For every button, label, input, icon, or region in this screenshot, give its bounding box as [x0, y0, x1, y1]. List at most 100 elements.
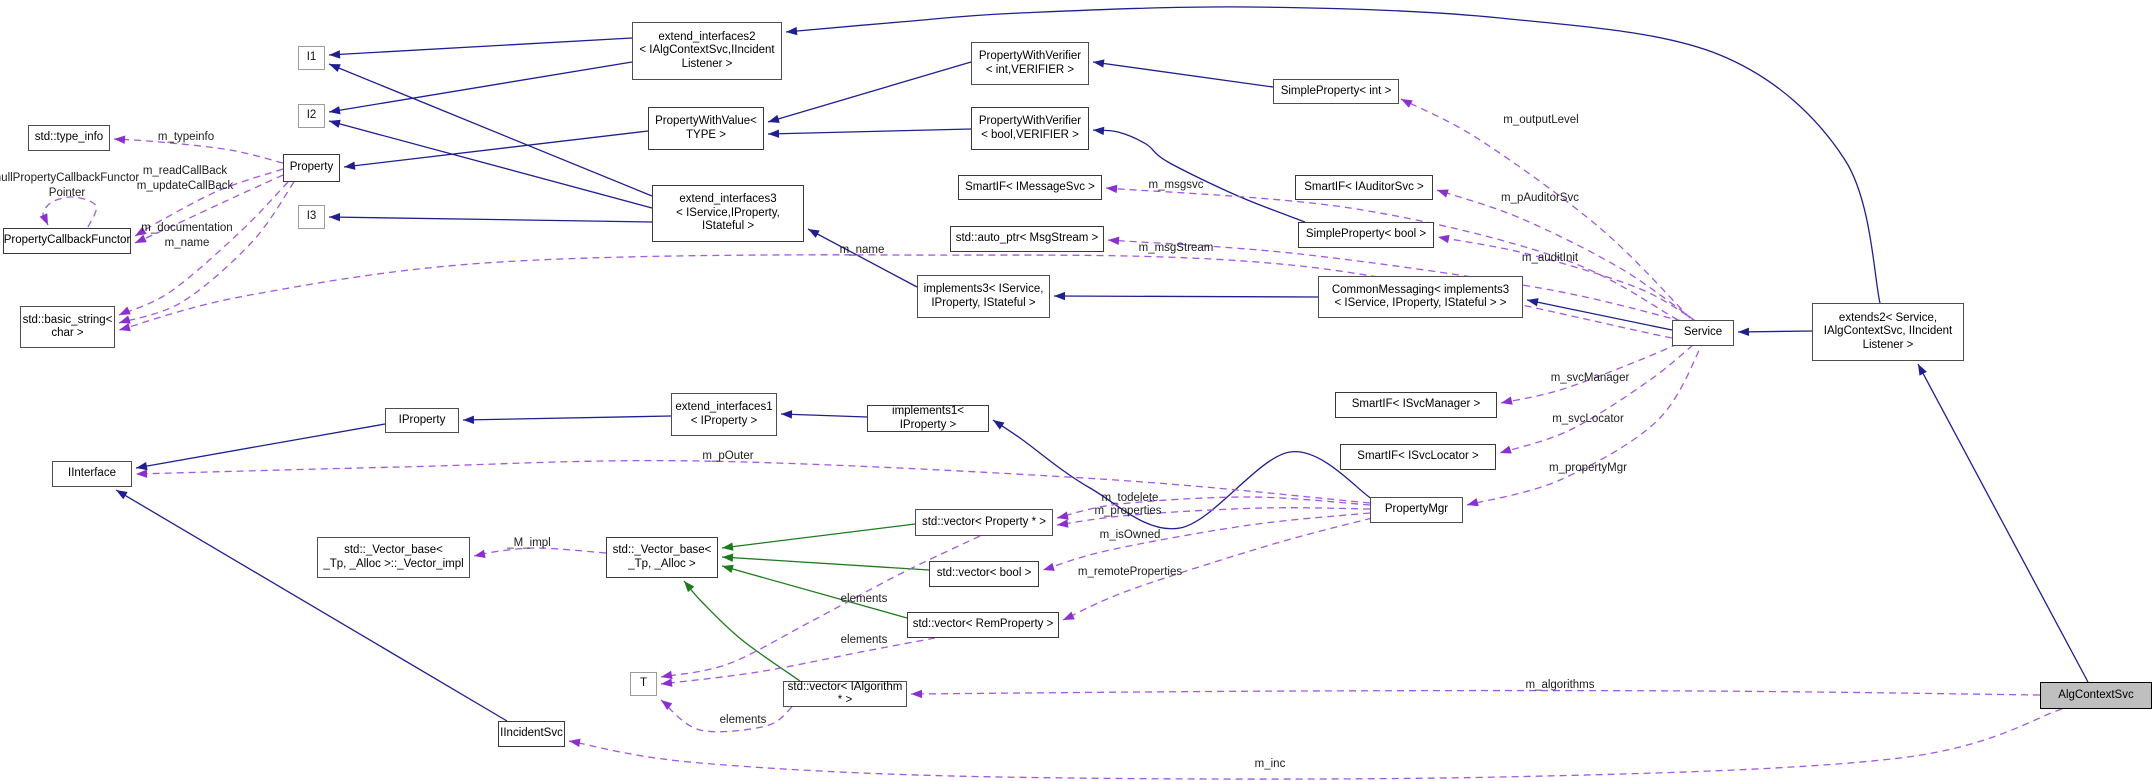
node-iinterface[interactable]: IInterface: [52, 461, 132, 487]
node-service[interactable]: Service: [1672, 320, 1734, 346]
arrowhead-vector-property: [1057, 511, 1069, 520]
edge-extends2-to-service: [1737, 330, 1813, 333]
arrowhead-iproperty: [463, 415, 475, 424]
edge-property-with-value-to-property: [343, 130, 649, 168]
arrowhead-vector-base: [722, 553, 734, 562]
edge-property-to-property-callback-functor: [134, 168, 284, 237]
node-i1[interactable]: I1: [298, 46, 325, 70]
arrowhead-std-type-info: [114, 135, 126, 144]
edge-vector-property-to-t: [660, 535, 981, 678]
node-vector-base[interactable]: std::_Vector_base< _Tp, _Alloc >: [606, 537, 718, 578]
arrowhead-smartif-iauditorsvc: [1437, 189, 1449, 198]
edge-algcontextsvc-to-vector-ialgorithm: [910, 689, 2041, 696]
edge-extend-interfaces2-to-i2: [328, 61, 633, 113]
edge-label-m-algorithms: m_algorithms: [1525, 679, 1594, 691]
edge-extend-interfaces3-to-i2: [328, 120, 653, 209]
node-implements1[interactable]: implements1< IProperty >: [867, 405, 989, 432]
edge-label-m-msgsvc: m_msgsvc: [1149, 179, 1204, 191]
node-t[interactable]: T: [630, 672, 657, 696]
arrowhead-iincidentsvc: [569, 738, 581, 747]
node-simpleproperty-int[interactable]: SimpleProperty< int >: [1273, 79, 1399, 104]
node-property-callback-functor[interactable]: PropertyCallbackFunctor: [3, 228, 131, 254]
node-extend-interfaces2[interactable]: extend_interfaces2 < IAlgContextSvc,IInc…: [632, 22, 782, 80]
arrowhead-t: [661, 700, 673, 711]
arrowhead-pwv-bool: [1093, 126, 1105, 136]
node-auto-ptr-msgstream[interactable]: std::auto_ptr< MsgStream >: [950, 226, 1104, 252]
edge-propertymgr-to-vector-property: [1056, 496, 1371, 519]
node-vector-bool[interactable]: std::vector< bool >: [929, 561, 1039, 587]
edge-extend-interfaces1-to-iproperty: [462, 415, 672, 421]
node-smartif-isvcmanager[interactable]: SmartIF< ISvcManager >: [1335, 392, 1497, 418]
node-implements3[interactable]: implements3< IService, IProperty, IState…: [917, 275, 1050, 318]
edge-vector-remproperty-to-t: [660, 637, 936, 685]
edge-service-to-smartif-iauditorsvc: [1436, 189, 1695, 321]
edge-label-m-svclocator: m_svcLocator: [1552, 413, 1624, 425]
edge-label-m-isowned: m_isOwned: [1100, 529, 1161, 541]
node-smartif-isvclocator[interactable]: SmartIF< ISvcLocator >: [1340, 444, 1496, 470]
edge-label-pointer: Pointer: [49, 187, 86, 199]
arrowhead-vector-ialgorithm: [911, 689, 923, 699]
edge-label-elements: elements: [841, 593, 888, 605]
arrowhead-property-with-value: [768, 114, 780, 123]
edge-label-nullpropertycallbackfunctor: nullPropertyCallbackFunctor: [0, 172, 139, 184]
edge-implements1-to-extend-interfaces1: [780, 413, 868, 418]
arrowhead-implements1: [993, 420, 1005, 430]
edge-service-to-auto-ptr-msgstream: [1107, 239, 1683, 322]
edge-label-m-pouter: m_pOuter: [702, 450, 753, 462]
edge-extend-interfaces3-to-i3: [328, 216, 653, 223]
edge-service-to-propertymgr: [1466, 339, 1705, 506]
node-i3[interactable]: I3: [298, 205, 325, 229]
arrowhead-vector-base: [722, 542, 734, 551]
node-vector-base-impl[interactable]: std::_Vector_base< _Tp, _Alloc >::_Vecto…: [317, 537, 470, 578]
edge-label-m-auditinit: m_auditInit: [1522, 252, 1579, 264]
arrowhead-extend-interfaces2: [786, 26, 798, 36]
edge-vector-property-to-vector-base: [721, 523, 916, 549]
node-std-type-info[interactable]: std::type_info: [28, 125, 110, 151]
arrowhead-vector-bool: [1043, 562, 1055, 571]
node-vector-property[interactable]: std::vector< Property * >: [915, 509, 1053, 536]
edge-propertymgr-to-implements1: [992, 419, 1373, 530]
node-pwv-int[interactable]: PropertyWithVerifier < int,VERIFIER >: [971, 42, 1089, 85]
arrowhead-i1: [329, 50, 341, 59]
node-extends2[interactable]: extends2< Service, IAlgContextSvc, IInci…: [1812, 303, 1964, 361]
node-smartif-iauditorsvc[interactable]: SmartIF< IAuditorSvc >: [1295, 175, 1433, 200]
edge-pwv-int-to-property-with-value: [767, 61, 972, 123]
node-simpleproperty-bool[interactable]: SimpleProperty< bool >: [1298, 222, 1434, 248]
edge-service-to-simpleproperty-int: [1400, 98, 1691, 319]
arrowhead-iinterface: [136, 469, 148, 478]
edge-label-elements: elements: [841, 634, 888, 646]
node-algcontextsvc[interactable]: AlgContextSvc: [2040, 682, 2152, 709]
arrowhead-i1: [329, 64, 341, 73]
edge-pwv-bool-to-property-with-value: [767, 128, 972, 135]
node-iproperty[interactable]: IProperty: [385, 408, 459, 433]
node-iincidentsvc[interactable]: IIncidentSvc: [498, 721, 565, 747]
edge-propertymgr-to-vector-remproperty: [1062, 517, 1373, 621]
node-extend-interfaces3[interactable]: extend_interfaces3 < IService,IProperty,…: [652, 185, 804, 242]
arrowhead-property-callback-functor: [39, 213, 48, 225]
node-i2[interactable]: I2: [298, 104, 325, 128]
node-property-with-value[interactable]: PropertyWithValue< TYPE >: [648, 107, 764, 150]
edge-algcontextsvc-to-extends2: [1917, 363, 2089, 683]
arrowhead-extend-interfaces3: [808, 229, 820, 238]
edge-label-m-readcallback: m_readCallBack: [143, 165, 228, 177]
arrowhead-property-callback-functor: [135, 234, 147, 243]
node-propertymgr[interactable]: PropertyMgr: [1370, 497, 1463, 523]
node-pwv-bool[interactable]: PropertyWithVerifier < bool,VERIFIER >: [971, 107, 1089, 150]
node-smartif-imessagesvc[interactable]: SmartIF< IMessageSvc >: [958, 175, 1102, 200]
edge-property-to-property-callback-functor: [134, 174, 284, 244]
edge-label--m-impl: _M_impl: [506, 537, 550, 549]
node-vector-remproperty[interactable]: std::vector< RemProperty >: [907, 612, 1059, 638]
node-common-messaging[interactable]: CommonMessaging< implements3 < IService,…: [1318, 276, 1523, 318]
edge-extends2-to-extend-interfaces2: [785, 6, 1881, 304]
edge-implements3-to-extend-interfaces3: [807, 228, 918, 288]
node-property[interactable]: Property: [283, 154, 340, 182]
edge-vector-ialgorithm-to-t: [660, 699, 793, 733]
node-std-basic-string[interactable]: std::basic_string< char >: [20, 306, 115, 348]
node-extend-interfaces1[interactable]: extend_interfaces1 < IProperty >: [671, 393, 777, 436]
node-vector-ialgorithm[interactable]: std::vector< IAlgorithm * >: [783, 681, 907, 707]
edge-propertymgr-to-vector-property: [1056, 507, 1371, 526]
arrowhead-std-basic-string: [119, 323, 131, 332]
edge-property-to-std-basic-string: [118, 181, 289, 316]
edge-label-m-propertymgr: m_propertyMgr: [1549, 462, 1627, 474]
arrowhead-vector-remproperty: [1063, 611, 1075, 620]
